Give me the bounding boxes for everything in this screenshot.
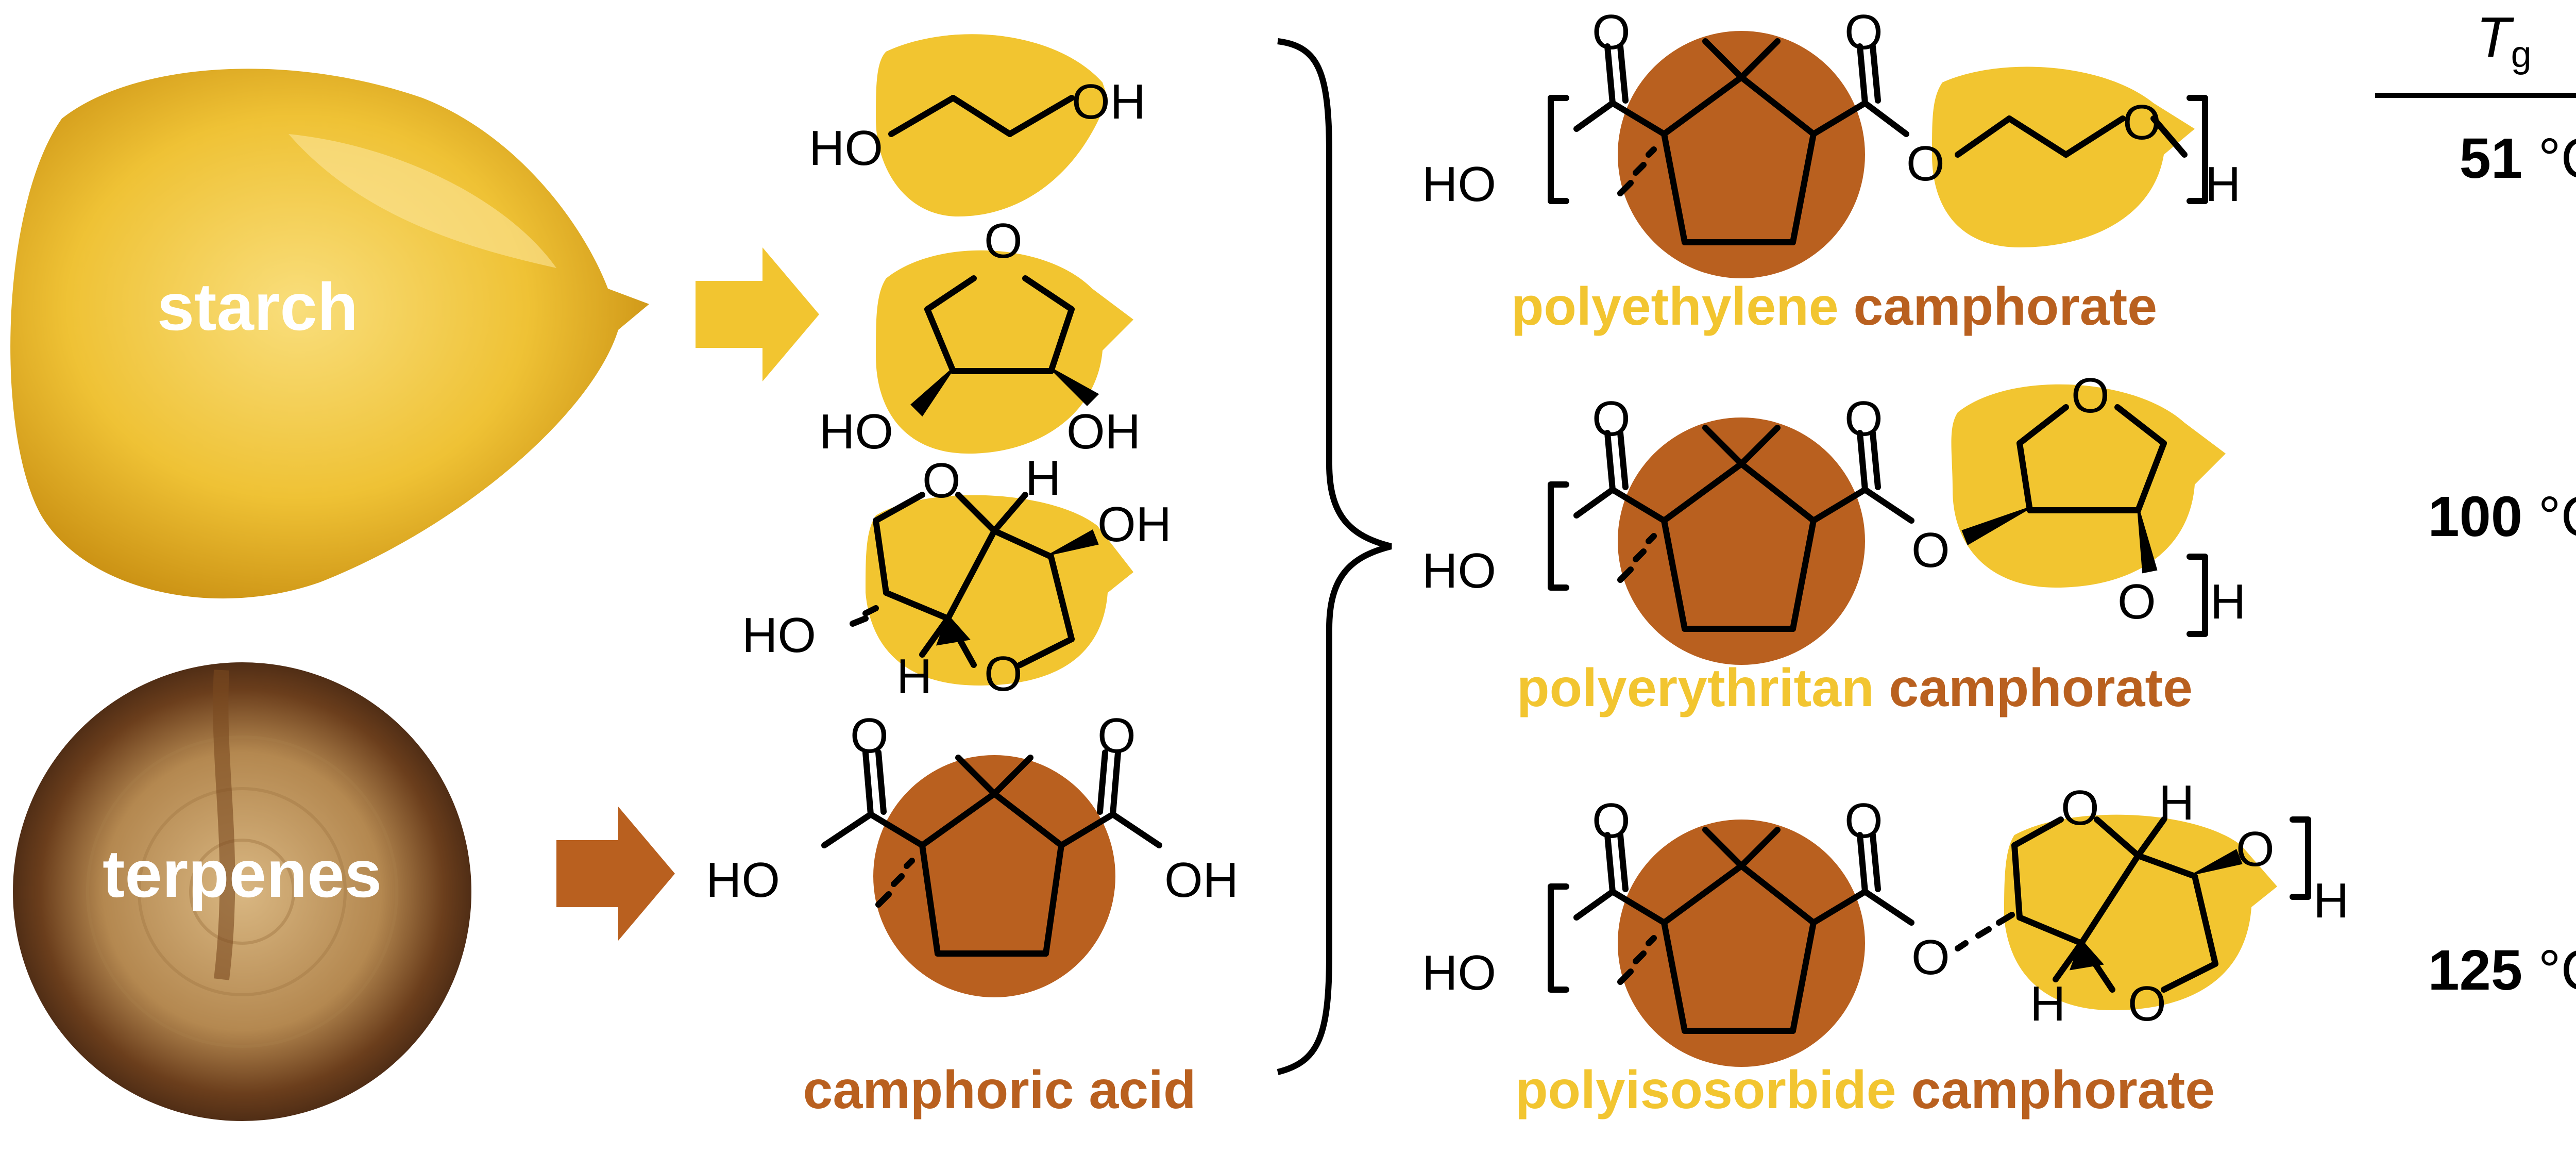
polyisosorbide-camphorate-structure (1548, 814, 2311, 1067)
polymer-suffix: camphorate (1889, 658, 2193, 718)
ca-oh-label: OH (1164, 853, 1239, 908)
tg-number: 51 (2460, 127, 2522, 190)
camphoric-acid-label: camphoric acid (803, 1060, 1196, 1120)
p1-o-end-label: O (2123, 95, 2161, 150)
p3-o-left-label: O (1592, 793, 1631, 848)
ca-ho-label: HO (706, 853, 780, 908)
corn-kernel-image (10, 69, 649, 599)
polymer-prefix: polyethylene (1511, 277, 1839, 337)
p2-o-ring-label: O (2071, 368, 2110, 423)
iso-o-bottom-label: O (984, 646, 1023, 701)
p2-ho-label: HO (1422, 543, 1496, 598)
terpenes-label: terpenes (103, 836, 382, 911)
starch-blob (2004, 814, 2277, 1010)
p2-o-right-label: O (1844, 391, 1883, 446)
p2-o-left-label: O (1592, 391, 1631, 446)
p3-ho-label: HO (1422, 945, 1496, 1000)
tg-subscript: g (2511, 34, 2532, 75)
p1-o-right-label: O (1844, 5, 1883, 60)
polymer-suffix: camphorate (1911, 1060, 2215, 1120)
ery-ho-label: HO (819, 404, 893, 459)
iso-oh-label: OH (1097, 497, 1172, 552)
ery-o-label: O (984, 213, 1023, 269)
p3-o-ester-label: O (1911, 930, 1950, 985)
p3-h-bottom-label: H (2030, 976, 2065, 1031)
tg-unit: °C (2538, 127, 2576, 190)
iso-h-top-label: H (1025, 450, 1061, 506)
combining-brace (1277, 38, 1392, 1075)
eg-oh-label: OH (1072, 74, 1146, 129)
tg-header: Tg (2476, 6, 2531, 75)
polyerythritan-camphorate-label: polyerythritan camphorate (1517, 658, 2193, 718)
p1-o-ester-label: O (1906, 136, 1945, 191)
erythritan-structure (876, 250, 1133, 454)
terpene-arrow (556, 807, 675, 941)
ethylene-glycol-structure (876, 34, 1108, 216)
p1-o-left-label: O (1592, 5, 1631, 60)
p3-h-end-label: H (2313, 873, 2349, 928)
p2-o-ester-label: O (1911, 523, 1950, 578)
tg-unit: °C (2538, 939, 2576, 1002)
iso-ho-label: HO (742, 608, 816, 663)
p3-o-top-label: O (2061, 780, 2099, 835)
tg-value-1: 51 °C (2460, 127, 2576, 190)
p3-h-top-label: H (2159, 775, 2194, 830)
iso-h-bottom-label: H (896, 649, 932, 704)
polymer-suffix: camphorate (1854, 277, 2158, 337)
wood-disc-image (13, 662, 471, 1121)
starch-arrow (696, 247, 819, 381)
starch-label: starch (157, 269, 358, 344)
p3-o-bottom-label: O (2128, 976, 2166, 1031)
polyethylene-camphorate-label: polyethylene camphorate (1511, 277, 2157, 337)
polymer-prefix: polyerythritan (1517, 658, 1874, 718)
p3-o-end-label: O (2236, 822, 2275, 877)
eg-ho-label: HO (809, 121, 883, 176)
iso-o-top-label: O (922, 453, 961, 508)
tg-number: 100 (2428, 485, 2522, 548)
polyisosorbide-camphorate-label: polyisosorbide camphorate (1515, 1060, 2215, 1120)
polymer-prefix: polyisosorbide (1515, 1060, 1896, 1120)
tg-value-2: 100 °C (2428, 485, 2576, 548)
polyethylene-camphorate-structure (1548, 31, 2208, 278)
starch-blob (1932, 66, 2195, 248)
ery-oh-label: OH (1066, 404, 1141, 459)
p1-ho-label: HO (1422, 157, 1496, 212)
polyerythritan-camphorate-structure (1548, 384, 2226, 665)
ca-o-left-label: O (850, 708, 889, 763)
ca-o-right-label: O (1097, 708, 1136, 763)
tg-value-3: 125 °C (2428, 939, 2576, 1002)
p2-h-label: H (2210, 574, 2246, 629)
camphoric-acid-structure (821, 749, 1162, 997)
p2-o-end-label: O (2117, 574, 2156, 629)
tg-number: 125 (2428, 939, 2522, 1002)
p1-h-label: H (2205, 157, 2241, 212)
isosorbide-structure (850, 492, 1133, 686)
p3-o-right-label: O (1844, 793, 1883, 848)
tg-symbol: T (2476, 6, 2514, 69)
tg-unit: °C (2538, 485, 2576, 548)
